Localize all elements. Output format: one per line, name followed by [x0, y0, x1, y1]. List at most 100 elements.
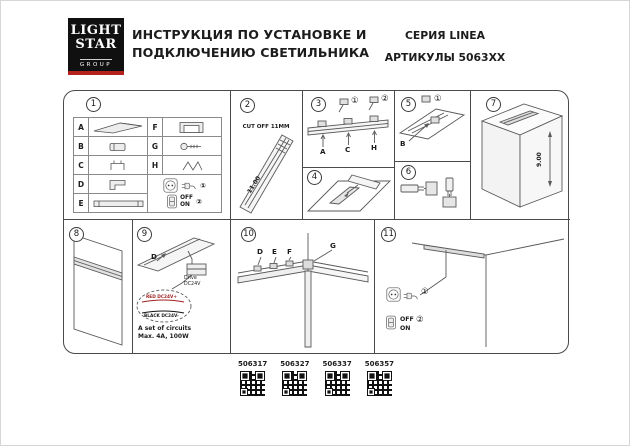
part-label-d: D — [73, 174, 89, 194]
parts-table: A F B G — [73, 117, 222, 213]
panel-divider — [132, 219, 133, 354]
switch-icon — [167, 194, 177, 209]
panel11-on-label: ON — [400, 325, 411, 332]
panel-divider — [64, 219, 570, 220]
qr-code-row: 506317 506327 506337 506357 — [1, 360, 630, 396]
spring-clip-icon — [182, 160, 202, 171]
driver-label: Drive DC24V — [184, 276, 201, 287]
socket-icon — [163, 178, 178, 193]
part-label-a: A — [73, 117, 89, 137]
plug-icon — [181, 182, 196, 189]
slot-depth-dimension: 9.00 — [536, 152, 543, 167]
circuit-note-line2: Max. 4A, 100W — [138, 333, 189, 340]
article-number: 506327 — [280, 360, 310, 368]
diagram-board: 1 A F B G — [63, 90, 570, 354]
circuit-note-line1: A set of circuits — [138, 325, 192, 332]
wiring-diagram — [136, 237, 216, 323]
step-number-5: 5 — [401, 97, 416, 112]
panel-10-corner-assembly: 10 D E F G — [230, 219, 374, 354]
panel-6-connectors: 6 — [394, 161, 470, 219]
panel11-off-label: OFF — [400, 316, 414, 323]
switch-labels: OFF ON — [180, 195, 193, 208]
part-d-cell — [88, 174, 148, 194]
installed-strip-diagram — [73, 234, 123, 346]
part-a-cell — [88, 117, 148, 137]
end-cap-icon — [109, 142, 125, 151]
panel-divider — [394, 161, 470, 162]
logo-light: LIGHT — [70, 23, 122, 38]
panel-divider — [394, 91, 395, 219]
article-number: 506317 — [238, 360, 268, 368]
page-title: ИНСТРУКЦИЯ ПО УСТАНОВКЕ И ПОДКЛЮЧЕНИЮ СВ… — [132, 26, 369, 63]
corner-assembly-diagram — [237, 233, 369, 348]
part-b-cell — [88, 136, 148, 156]
switch-on-label: ON — [180, 201, 190, 208]
parts-row: E — [73, 193, 222, 213]
panel5-step1: ① — [434, 94, 442, 104]
part-g-cell — [162, 136, 222, 156]
step-number-6: 6 — [401, 165, 416, 180]
parts-row: D ① — [73, 174, 222, 213]
switch-off-label: OFF — [180, 194, 193, 201]
series-name: СЕРИЯ LINEA — [405, 29, 485, 42]
qr-code — [324, 371, 350, 396]
title-line-1: ИНСТРУКЦИЯ ПО УСТАНОВКЕ И — [132, 27, 367, 42]
screw-icon — [179, 142, 201, 150]
panel-divider — [302, 91, 303, 219]
socket-icon — [386, 287, 401, 302]
logo-star: STAR — [75, 36, 117, 52]
qr-item-506327: 506327 — [280, 360, 310, 396]
step-number-2: 2 — [240, 98, 255, 113]
step-number-9: 9 — [137, 227, 152, 242]
parts-row: A F — [73, 117, 222, 137]
part-label-e: E — [73, 193, 89, 213]
qr-code — [366, 371, 392, 396]
light-fixture-icon — [93, 122, 142, 133]
part-label-c: C — [73, 155, 89, 175]
clip-b-diagram — [398, 95, 466, 142]
panel-5-clip-b: 5 ① B — [394, 91, 470, 161]
corner-connector-icon — [109, 179, 125, 190]
switch-step: ② — [195, 197, 202, 206]
part-label-g: G — [147, 136, 163, 156]
qr-item-506337: 506337 — [323, 360, 352, 396]
step-number-11: 11 — [381, 227, 396, 242]
panel-7-slot-depth: 7 9.00 — [470, 91, 570, 219]
panel-11-power: 11 ① OFF ② ON — [374, 219, 570, 354]
panel10-label-d: D — [257, 247, 263, 256]
mounting-clip-icon — [110, 160, 124, 170]
part-f-cell — [162, 117, 222, 137]
part-h-cell — [162, 155, 222, 175]
panel3-label-a: A — [320, 147, 326, 156]
qr-finder-mark — [240, 388, 249, 396]
panel11-switch-step: ② — [416, 315, 424, 325]
article-number: 506337 — [322, 360, 352, 368]
panel-divider — [374, 219, 375, 354]
qr-code — [240, 371, 266, 396]
part-c-cell — [88, 155, 148, 175]
socket-step: ① — [200, 181, 206, 190]
cut-profile-diagram — [239, 134, 294, 214]
plug-icon — [403, 292, 418, 300]
panel9-label-d: D — [151, 252, 157, 261]
logo-group: GROUP — [79, 59, 113, 68]
panel-8-installed: 8 — [64, 219, 132, 354]
cut-off-note: CUT OFF 11MM — [242, 124, 290, 130]
panel3-label-c: C — [345, 145, 351, 154]
qr-code — [282, 371, 308, 396]
qr-item-506317: 506317 — [238, 360, 267, 396]
step-number-10: 10 — [241, 227, 256, 242]
qr-finder-mark — [282, 388, 291, 396]
panel3-step1: ① — [351, 96, 359, 106]
panel11-socket-step: ① — [421, 287, 429, 297]
panel-3-clips: 3 ① ② A C H — [302, 91, 394, 167]
part-label-h: H — [147, 155, 163, 175]
part-label-f: F — [147, 117, 163, 137]
clip-mounting-diagram — [307, 96, 389, 147]
title-line-2: ПОДКЛЮЧЕНИЮ СВЕТИЛЬНИКА — [132, 45, 370, 61]
panel-1-parts: 1 A F B G — [64, 91, 230, 219]
socket-row: ① — [148, 178, 221, 193]
part-label-b: B — [73, 136, 89, 156]
ceiling-slot-diagram — [480, 103, 564, 208]
